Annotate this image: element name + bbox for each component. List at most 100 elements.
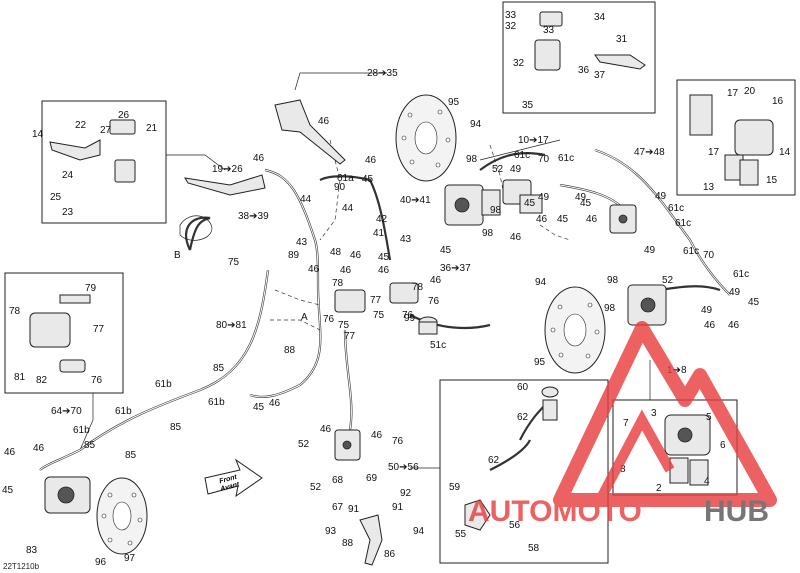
callout-14: 16 — [772, 96, 784, 107]
callout-90: 93 — [325, 526, 337, 537]
caliper-top-right — [502, 179, 543, 214]
callout-8: 8 — [620, 464, 626, 475]
callout-59: 68 — [332, 475, 344, 486]
brake-disc-bottom — [96, 477, 148, 555]
callout-44g: 45 — [748, 297, 760, 308]
callout-48b: 49 — [538, 192, 550, 203]
brake-disc-top — [395, 94, 457, 182]
routing-line — [489, 144, 506, 201]
callout-61b2: 61b — [208, 397, 225, 408]
callout-62: 70 — [538, 154, 550, 165]
caliper-top-center — [444, 184, 501, 226]
watermark-triangle-icon — [553, 321, 777, 507]
leader-line — [294, 72, 387, 91]
brake-line — [479, 152, 546, 171]
callout-99b: 52 — [662, 275, 674, 286]
callout-60: 69 — [366, 473, 378, 484]
front-label: Front — [219, 474, 239, 486]
callout-48e: 49 — [644, 245, 656, 256]
callout-61b4: 61b — [73, 425, 90, 436]
callout-96c: 98 — [482, 228, 494, 239]
ref-10-17: 10➔17 — [518, 135, 549, 146]
brake-line-inner — [39, 269, 269, 471]
callout-6: 6 — [720, 440, 726, 451]
callout-44i: 45 — [253, 402, 265, 413]
ref-36-37: 36➔37 — [440, 263, 471, 274]
callout-48g: 49 — [701, 305, 713, 316]
callout-4: 4 — [704, 476, 710, 487]
callout-43: 43 — [400, 234, 412, 245]
callout-48: 49 — [510, 164, 522, 175]
callout-46l: 46 — [704, 320, 716, 331]
callout-79: 78 — [332, 278, 344, 289]
callout-88: 91 — [348, 504, 360, 515]
hydraulic-block — [334, 282, 419, 313]
callout-61b3: 61b — [115, 406, 132, 417]
callout-77: 76 — [428, 296, 440, 307]
callout-73: 83 — [26, 545, 38, 556]
callout-76: 76 — [392, 436, 404, 447]
brake-line-inner — [264, 169, 319, 286]
callout-46h: 46 — [378, 265, 390, 276]
ref-50-56: 50➔56 — [388, 462, 419, 473]
detail-box-rear-master — [502, 1, 656, 114]
callout-49b: 52 — [310, 482, 322, 493]
callout-44h: 45 — [2, 485, 14, 496]
callout-3: 3 — [651, 408, 657, 419]
callout-22: 22 — [75, 120, 87, 131]
callout-81c: 85 — [84, 440, 96, 451]
callout-23: 23 — [62, 207, 74, 218]
callout-44d: 45 — [524, 198, 536, 209]
watermark-text-automoto: AUTOMOTO — [468, 495, 642, 528]
callout-46k: 46 — [510, 232, 522, 243]
handlebar-lever-left — [184, 174, 266, 196]
callout-79b: 78 — [412, 282, 424, 293]
ref-80-81: 80➔81 — [216, 320, 247, 331]
callout-41b: 44 — [342, 203, 354, 214]
master-cylinder-detail — [49, 119, 136, 183]
routing-line — [539, 224, 571, 241]
callout-44c: 45 — [440, 245, 452, 256]
detail-box-caliper-right — [676, 79, 796, 196]
callout-61c: 61c — [514, 150, 530, 161]
reference-labels: 19➔26 28➔35 38➔39 36➔37 40➔41 10➔17 47➔4… — [51, 68, 687, 473]
ref-1-8: 1➔8 — [667, 365, 687, 376]
callout-27: 27 — [100, 125, 112, 136]
brake-line — [249, 284, 322, 399]
callout-45: 48 — [330, 247, 342, 258]
callout-A: A — [301, 312, 308, 323]
callout-96b: 98 — [490, 205, 502, 216]
callout-7: 7 — [623, 418, 629, 429]
brake-line — [659, 285, 721, 292]
callout-97: 99 — [404, 313, 416, 324]
detail-box-master-cylinder — [41, 100, 167, 224]
callout-48f: 49 — [729, 287, 741, 298]
callout-13: 15 — [766, 175, 778, 186]
callout-26: 26 — [118, 110, 130, 121]
brake-line — [489, 439, 531, 471]
callout-35: 37 — [594, 70, 606, 81]
callout-52: 59 — [449, 482, 461, 493]
callout-88b: 91 — [392, 502, 404, 513]
callout-78b: 77 — [344, 331, 356, 342]
callout-96d: 98 — [607, 275, 619, 286]
callout-61c3: 61c — [668, 203, 684, 214]
callout-39: 43 — [296, 237, 308, 248]
callout-56b: 62 — [488, 455, 500, 466]
callout-66: 77 — [93, 324, 105, 335]
callout-61c2: 61c — [558, 153, 574, 164]
routing-line — [274, 289, 321, 306]
callout-46q: 46 — [320, 424, 332, 435]
ref-64-70: 64➔70 — [51, 406, 82, 417]
callout-93: 95 — [448, 97, 460, 108]
callout-69: 81 — [14, 372, 26, 383]
brake-line — [319, 175, 392, 261]
brake-line — [409, 314, 491, 330]
front-direction-arrow: Front Avant — [204, 458, 263, 498]
rear-master-detail — [534, 11, 646, 71]
routing-line — [270, 319, 321, 331]
leader-line — [166, 154, 226, 171]
caliper-right-detail — [689, 94, 774, 186]
callout-83: 86 — [384, 549, 396, 560]
callout-44b: 45 — [378, 252, 390, 263]
